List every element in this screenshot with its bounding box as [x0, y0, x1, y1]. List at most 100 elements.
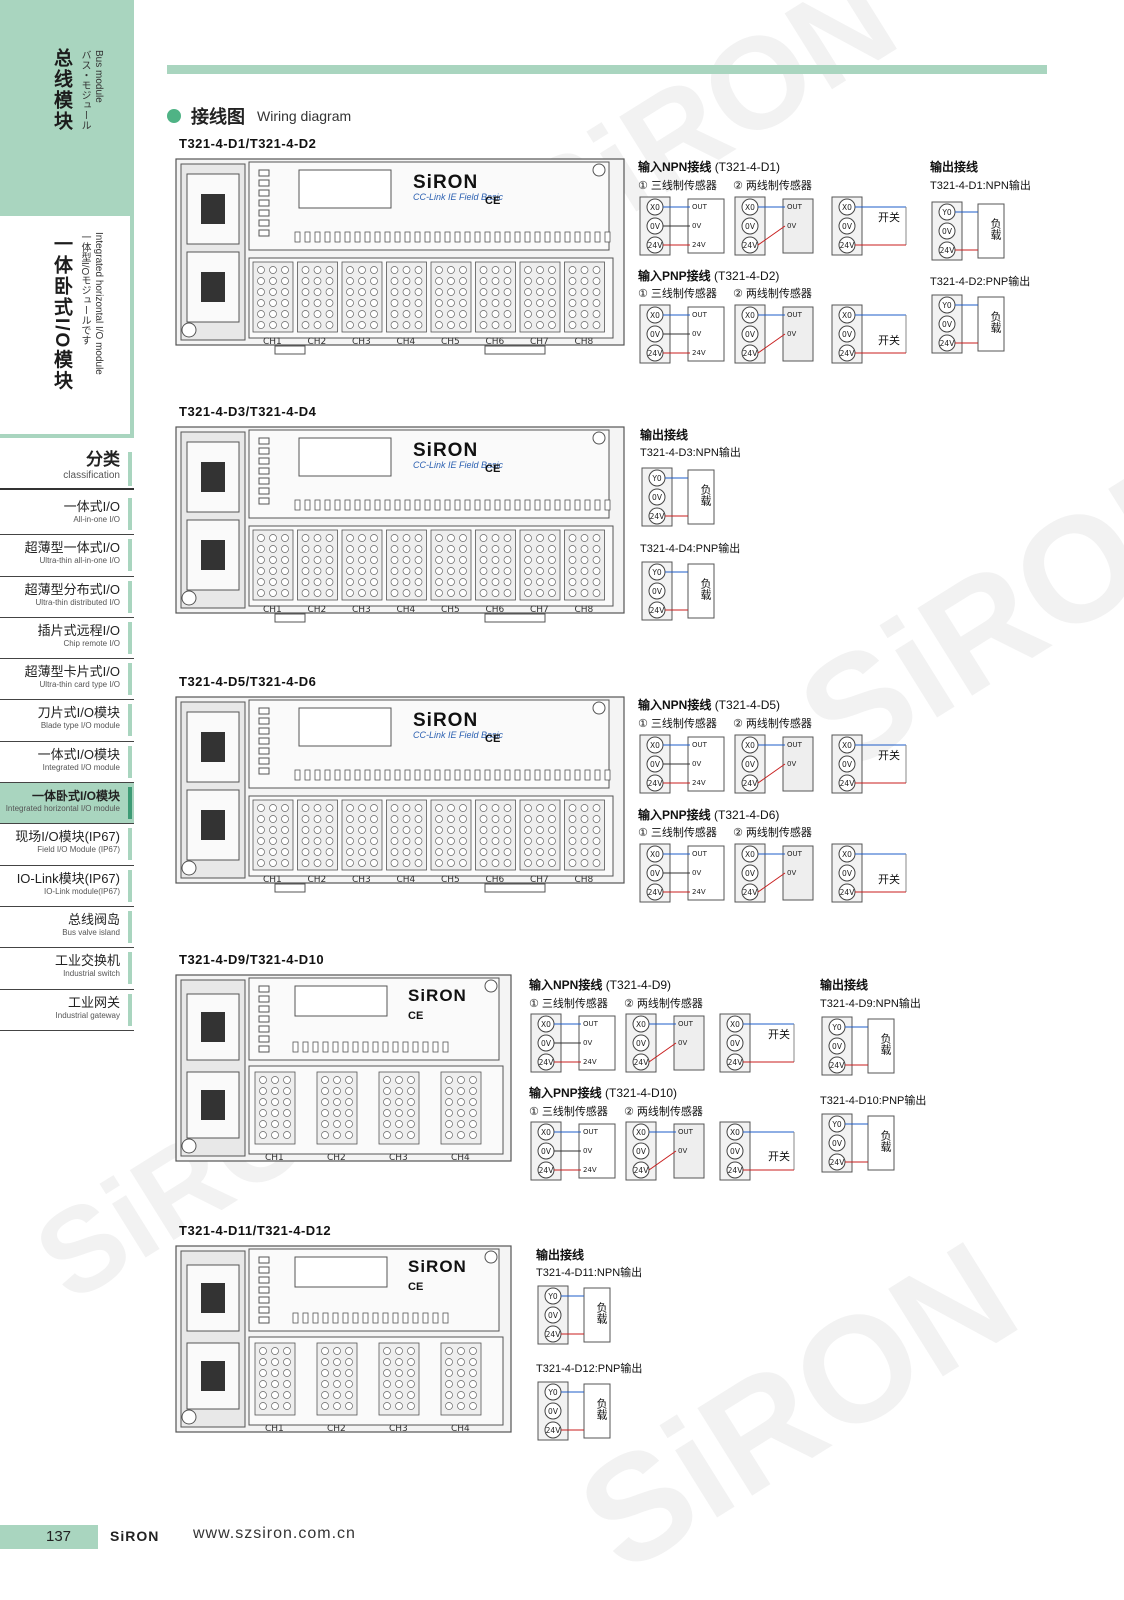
terminal-screw-icon [459, 837, 467, 845]
status-led-icon [258, 169, 270, 177]
terminal-screw-icon [321, 1380, 329, 1388]
terminal-screw-icon [544, 1402, 562, 1420]
footer-bar [0, 1525, 98, 1549]
terminal-screw-icon [257, 310, 265, 318]
terminal-screw-icon [548, 321, 556, 329]
io-led-icon [422, 1041, 429, 1053]
terminal-screw-icon [479, 266, 488, 274]
terminal-screw-icon [358, 826, 366, 834]
terminal-screw-icon [568, 589, 577, 597]
terminal-screw-icon [479, 804, 488, 812]
switch-label: 开关 [768, 1151, 790, 1163]
terminal-screw-icon [544, 1306, 562, 1324]
terminal-label: 0V [842, 330, 853, 339]
channel-label: CH6 [486, 875, 505, 885]
io-led-icon [604, 231, 611, 243]
footer-url[interactable]: www.szsiron.com.cn [193, 1525, 356, 1542]
io-led-icon [304, 769, 311, 781]
terminal-screw-icon [269, 556, 277, 564]
io-led-icon [352, 1312, 359, 1324]
io-led-icon [442, 1041, 449, 1053]
terminal-screw-icon [536, 310, 544, 318]
terminal-screw-icon [390, 310, 399, 318]
terminal-screw-icon [445, 1380, 453, 1388]
terminal-label: 24V [728, 1058, 744, 1067]
terminal-screw-icon [402, 534, 411, 542]
d10-pnp-output-label: T321-4-D10:PNP输出 [820, 1095, 927, 1107]
io-led-icon [504, 231, 511, 243]
section-title: 一体卧式I/O模块 [51, 234, 72, 392]
terminal-screw-icon [402, 266, 411, 274]
sensor-box [687, 306, 725, 362]
nav-item-io-link-ip67[interactable]: IO-Link模块(IP67)IO-Link module(IP67) [0, 866, 134, 907]
input-npn-title-d5: 输入NPN接线 (T321-4-D5) [638, 698, 781, 712]
terminal-screw-icon [313, 556, 322, 564]
terminal-screw-icon [479, 859, 488, 867]
io-led-icon [344, 769, 351, 781]
terminal-screw-icon [313, 310, 322, 318]
terminal-screw-icon [395, 1380, 403, 1388]
io-led-icon [414, 231, 421, 243]
terminal-screw-icon [346, 567, 354, 575]
io-led-icon [484, 231, 491, 243]
terminal-screw-icon [580, 288, 589, 296]
io-led-icon [314, 231, 321, 243]
terminal-screw-icon [592, 578, 601, 586]
io-led-icon [414, 769, 421, 781]
sensor-pin-label: OUT [787, 741, 803, 749]
terminal-screw-icon [580, 321, 589, 329]
io-led-icon [442, 1312, 449, 1324]
load-box [867, 1018, 895, 1074]
terminal-label: 24V [650, 606, 666, 615]
terminal-screw-icon [402, 288, 411, 296]
status-led-icon [258, 995, 270, 1003]
terminal-screw-icon [321, 1369, 329, 1377]
terminal-screw-icon [383, 1391, 391, 1399]
device-brand: SiRON [408, 1257, 467, 1276]
terminal-screw-icon [741, 217, 759, 235]
load-box [867, 1115, 895, 1171]
rj45-port-icon [201, 1361, 225, 1391]
terminal-label: X0 [541, 1128, 551, 1137]
status-led-icon [258, 717, 270, 725]
terminal-screw-icon [414, 815, 423, 823]
status-led-icon [258, 1005, 270, 1013]
terminal-screw-icon [281, 848, 289, 856]
mount-hole-icon [484, 979, 498, 993]
terminal-screw-icon [445, 1087, 453, 1095]
terminal-screw-icon [313, 545, 322, 553]
sensor-pin-label: 0V [692, 330, 701, 338]
terminal-screw-icon [383, 1380, 391, 1388]
terminal-screw-icon [271, 1076, 279, 1084]
io-led-icon [354, 499, 361, 511]
device-ce-mark: CE [485, 195, 501, 207]
terminal-screw-icon [281, 567, 289, 575]
io-led-icon [364, 769, 371, 781]
sensor-pin-label: OUT [678, 1020, 694, 1028]
io-led-icon [342, 1312, 349, 1324]
nav-item-field-io-ip67[interactable]: 现场I/O模块(IP67)Field I/O Module (IP67) [0, 824, 134, 866]
terminal-label: X0 [745, 203, 755, 212]
terminal-screw-icon [325, 310, 334, 318]
terminal-label: 24V [840, 349, 856, 358]
io-led-icon [432, 1041, 439, 1053]
terminal-screw-icon [269, 826, 277, 834]
terminal-screw-icon [632, 1034, 650, 1052]
sensor-pin-label: OUT [583, 1128, 599, 1136]
terminal-screw-icon [447, 589, 455, 597]
terminal-screw-icon [414, 277, 423, 285]
terminal-screw-icon [358, 277, 366, 285]
terminal-screw-icon [503, 837, 512, 845]
